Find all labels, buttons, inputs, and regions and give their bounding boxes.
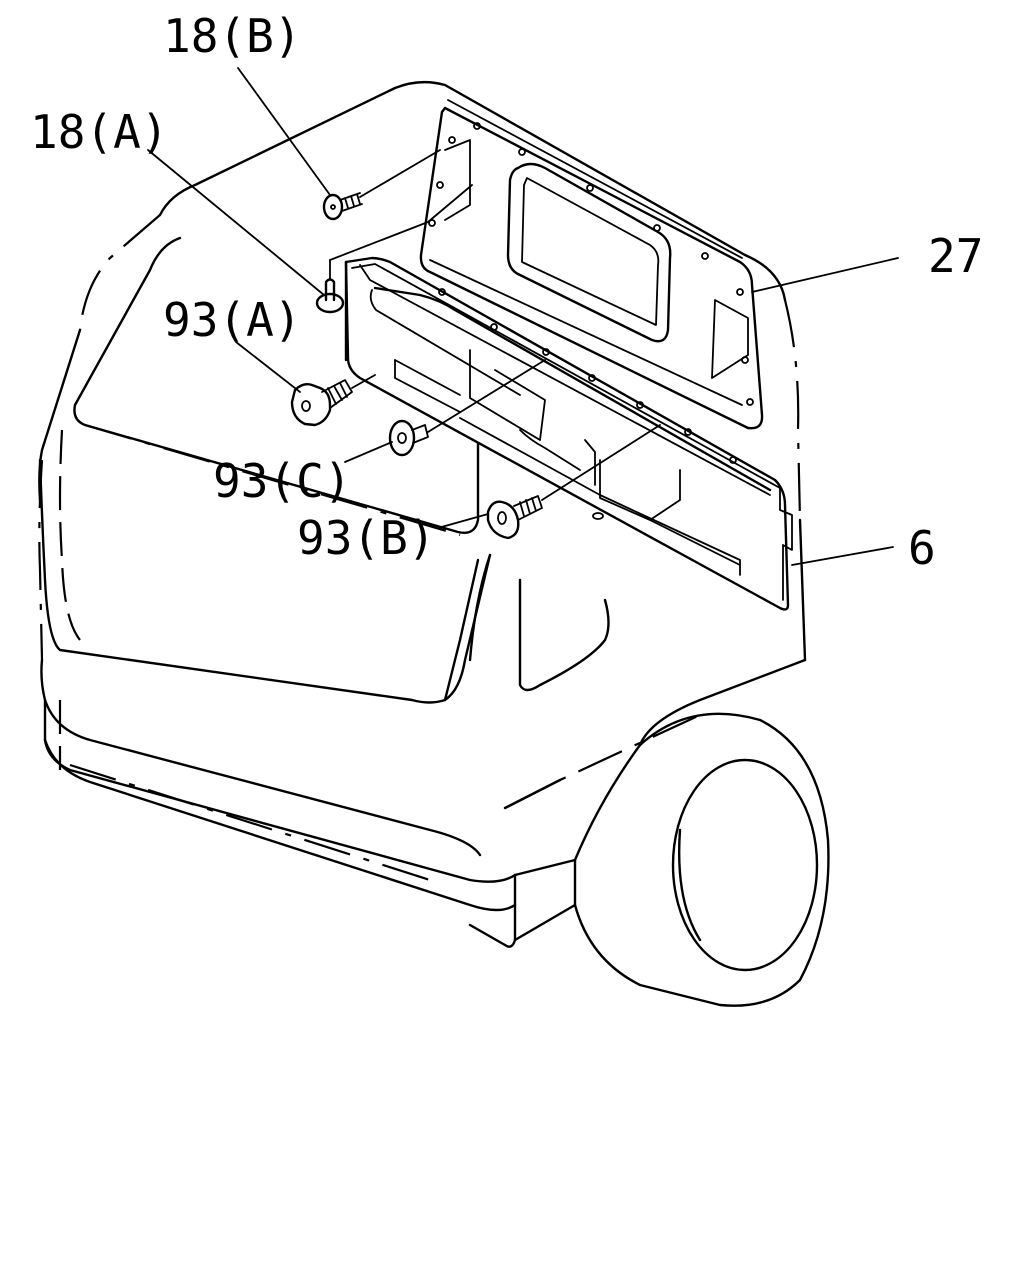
callout-18b: 18(B) xyxy=(163,9,301,63)
leader-18a-to-panel xyxy=(329,184,473,261)
leader-18b-to-panel xyxy=(359,149,441,198)
callout-6: 6 xyxy=(908,521,936,575)
callout-27: 27 xyxy=(928,229,983,283)
panel-6 xyxy=(344,256,793,611)
rear-wheel xyxy=(573,712,830,1007)
leader-93b-to-panel xyxy=(541,424,661,501)
callout-93a: 93(A) xyxy=(163,293,301,347)
panel-27 xyxy=(419,99,764,430)
fastener-93a xyxy=(290,379,353,427)
leader-93a-to-panel xyxy=(351,374,376,389)
callout-leaders xyxy=(147,67,899,566)
fastener-18a xyxy=(315,259,345,314)
callout-93c: 93(C) xyxy=(213,454,351,508)
callout-18a: 18(A) xyxy=(30,105,168,159)
callout-93b: 93(B) xyxy=(297,511,435,565)
leader-93c-to-panel xyxy=(427,359,546,433)
vehicle-body xyxy=(38,80,807,948)
fastener-93b xyxy=(486,495,543,540)
fastener-18b xyxy=(322,192,363,221)
fastener-93c xyxy=(388,419,429,457)
